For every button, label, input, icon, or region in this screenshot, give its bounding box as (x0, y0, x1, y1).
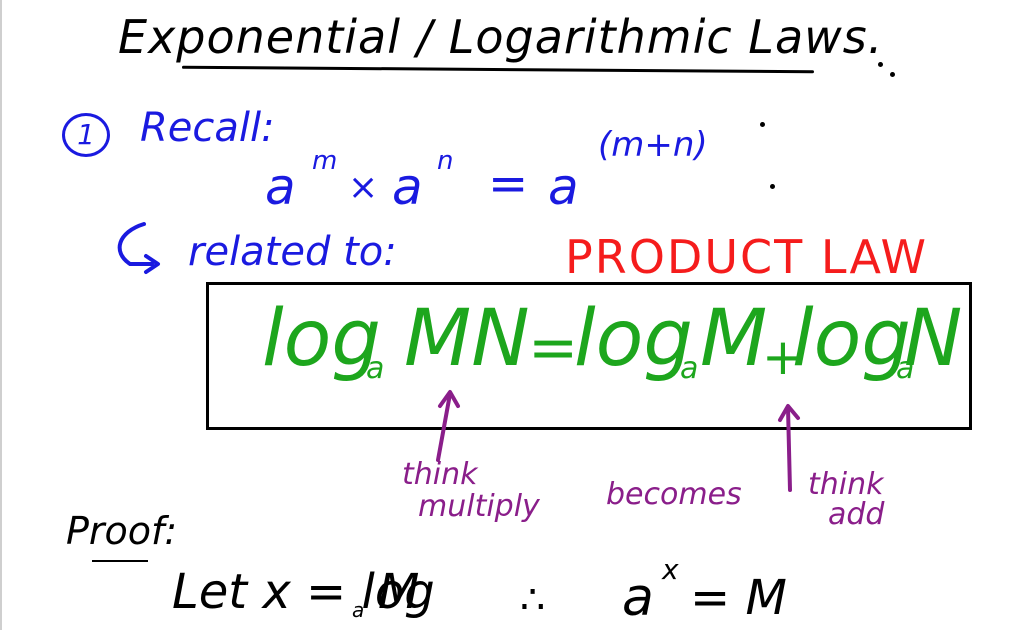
exp-base-1: a (265, 158, 296, 216)
proof-let-statement: Let x = log (172, 564, 435, 620)
law-rhs1-log: log (574, 294, 693, 384)
note-think-multiply-line1: think (402, 457, 478, 492)
law-equals: = (528, 313, 579, 383)
law-lhs-base: a (366, 351, 385, 386)
stray-dot (890, 72, 895, 77)
related-to-label: related to: (188, 229, 397, 275)
left-edge-line (0, 0, 2, 630)
note-think-add-line2: add (828, 497, 885, 532)
exp-power-1: m (312, 146, 338, 176)
exp-base-3: a (548, 158, 579, 216)
times-sign: × (348, 167, 379, 208)
equals-sign: = (488, 156, 529, 212)
note-think-add-line1: think (808, 467, 884, 502)
stray-dot (770, 184, 775, 189)
law-rhs1-arg: M (700, 294, 768, 384)
exp-power-3: (m+n) (598, 125, 708, 165)
exp-base-2: a (392, 158, 423, 216)
up-arrow-icon (778, 404, 800, 492)
up-arrow-icon (436, 390, 460, 462)
law-rhs1-base: a (680, 351, 699, 386)
recall-label: Recall: (140, 105, 275, 151)
hook-arrow-icon (117, 222, 160, 274)
law-rhs2-log: log (792, 294, 911, 384)
therefore-symbol: ∴ (520, 577, 546, 623)
note-think-multiply-line2: multiply (418, 489, 540, 524)
page-title: Exponential / Logarithmic Laws. (118, 10, 884, 64)
law-rhs2-arg: N (904, 294, 963, 384)
proof-underline (92, 560, 148, 562)
law-box (206, 282, 972, 430)
proof-exp-power: x (662, 553, 679, 586)
proof-label: Proof: (66, 509, 178, 553)
stray-dot (878, 62, 883, 67)
proof-log-base: a (352, 598, 365, 622)
law-lhs-arg: MN (404, 294, 530, 384)
proof-exp-base: a (622, 568, 654, 628)
stray-dot (760, 122, 765, 127)
law-plus: + (762, 328, 804, 386)
exp-power-2: n (437, 146, 454, 176)
note-becomes: becomes (606, 477, 742, 512)
law-rhs2-base: a (896, 351, 915, 386)
product-law-heading: PRODUCT LAW (565, 230, 928, 284)
proof-exp-result: = M (690, 570, 787, 626)
proof-log-arg: M (378, 564, 420, 620)
title-underline (181, 65, 815, 74)
section-number: 1 (62, 113, 110, 157)
law-lhs-log: log (262, 294, 381, 384)
